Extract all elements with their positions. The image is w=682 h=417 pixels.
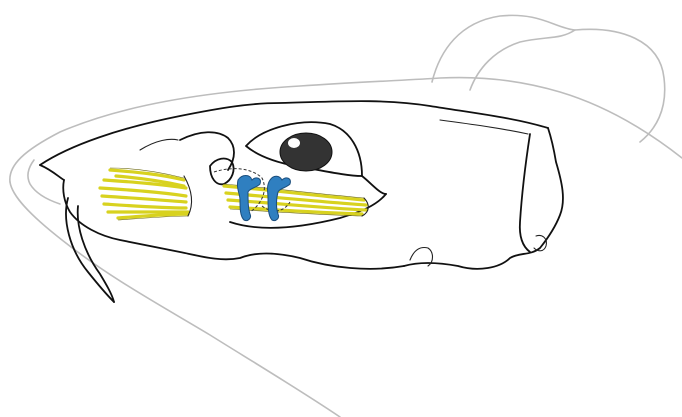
ganglion-left [237,176,260,221]
snout-outline [40,165,64,180]
skull-occipital-line [520,134,530,252]
head-outline-lower [10,182,340,417]
orbital-rim-lower [362,176,386,194]
ear-inner-fold [470,30,575,90]
maxilla-inner-curve [140,139,178,150]
nerve-fiber-5 [104,204,186,208]
skull [40,101,563,302]
whisker-nerve-bundle [100,168,191,220]
infraorbital-foramen [210,159,234,185]
temporal-ridge [440,120,528,134]
nerve-fiber-4 [102,196,186,202]
eye [280,133,332,171]
eye-highlight [288,138,300,148]
maxilla-curve [180,132,234,170]
nerve-fiber-3 [100,188,186,196]
head-outline-upper [10,78,682,182]
incisor-inner [78,206,114,302]
